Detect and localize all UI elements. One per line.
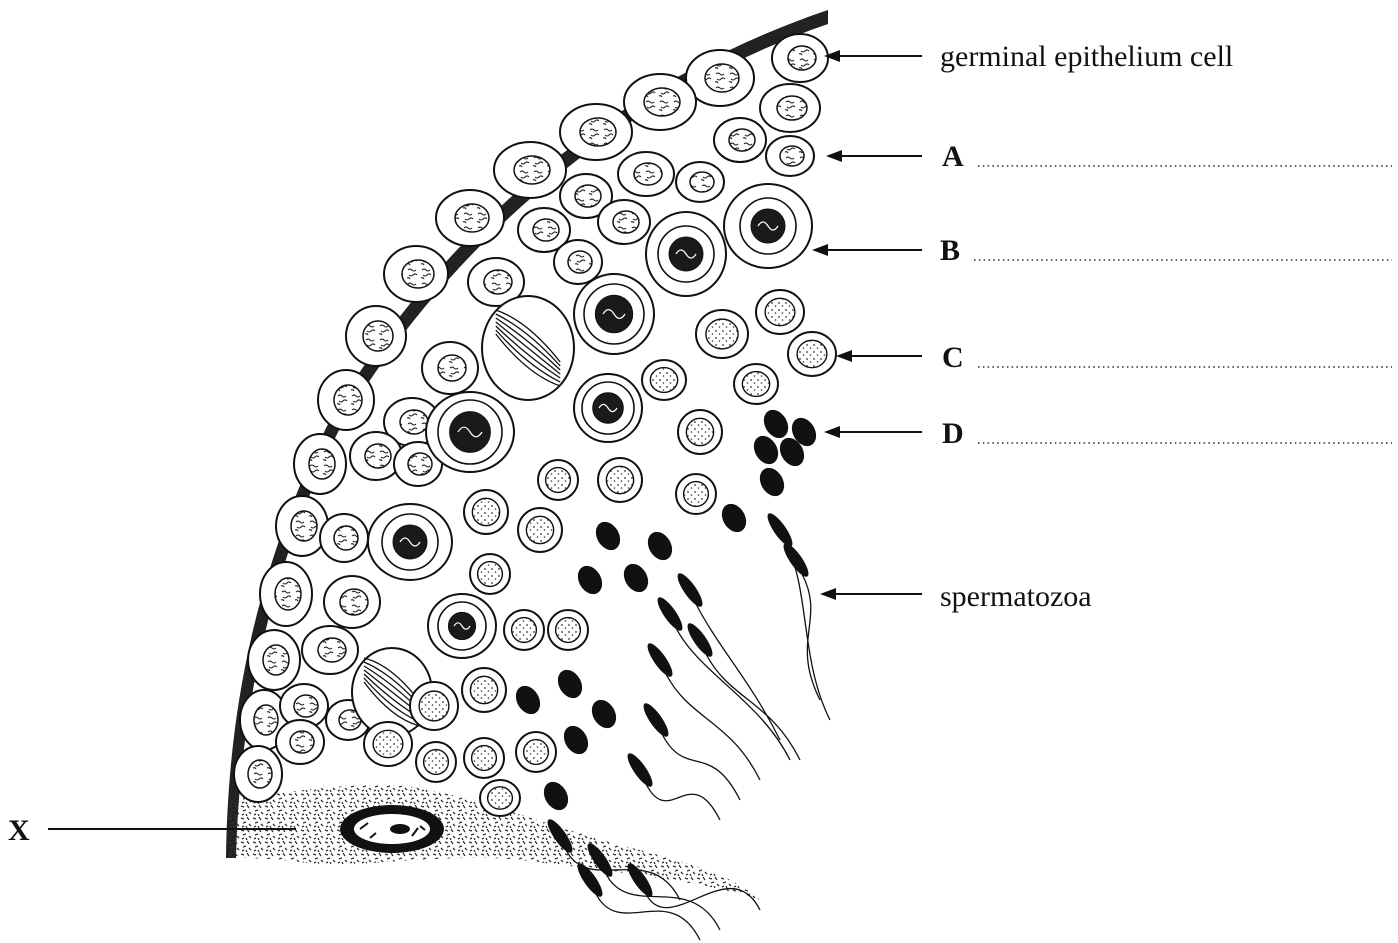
- spermatid-head: [553, 666, 587, 703]
- spermatid-cell: [410, 682, 458, 730]
- spermatogonium-cell: [276, 720, 324, 764]
- spermatogonium-cell: [350, 432, 402, 480]
- germinal-epithelium-cell: [318, 370, 374, 430]
- spermatid-cell: [642, 360, 686, 400]
- spermatid-cell: [756, 290, 804, 334]
- spermatid-head: [643, 528, 677, 565]
- spermatogonium-cell: [320, 514, 368, 562]
- spermatogonium-cell: [302, 626, 358, 674]
- spermatid-cell: [788, 332, 836, 376]
- spermatid-cell: [538, 460, 578, 500]
- spermatid-cell: [516, 732, 556, 772]
- spermatid-head: [559, 722, 593, 759]
- spermatid-cell: [464, 490, 508, 534]
- spermatozoon: [640, 700, 740, 800]
- germinal-epithelium-cell: [248, 630, 300, 690]
- spermatozoon: [764, 510, 830, 720]
- spermatogonium-cell: [714, 118, 766, 162]
- germinal-epithelium-cell: [384, 246, 448, 302]
- spermatogonium-cell: [598, 200, 650, 244]
- spermatid-cell: [462, 668, 506, 712]
- spermatid-cell: [364, 722, 412, 766]
- spermatid-cell: [548, 610, 588, 650]
- label-spermatozoa: spermatozoa: [940, 580, 1092, 613]
- germinal-epithelium-cell: [346, 306, 406, 366]
- label-x: X: [8, 814, 30, 847]
- germinal-epithelium-cell: [294, 434, 346, 494]
- germinal-epithelium-cell: [624, 74, 696, 130]
- spermatid-cell: [676, 474, 716, 514]
- spermatid-head: [755, 464, 789, 501]
- primary-spermatocyte-cell: [574, 374, 642, 442]
- spermatid-head: [587, 696, 621, 733]
- germinal-epithelium-cell: [494, 142, 566, 198]
- spermatogonium-cell: [618, 152, 674, 196]
- germinal-epithelium-cell: [260, 562, 312, 626]
- primary-spermatocyte-cell: [426, 392, 514, 472]
- spermatid-cell: [518, 508, 562, 552]
- spermatid-cell: [504, 610, 544, 650]
- spermatogonium-cell: [554, 240, 602, 284]
- label-d: D: [942, 417, 964, 450]
- spermatid-head: [619, 560, 653, 597]
- label-b: B: [940, 234, 960, 267]
- germinal-epithelium-cell: [772, 34, 828, 82]
- spermatid-cell: [480, 780, 520, 816]
- spermatid-head: [573, 562, 607, 599]
- germinal-epithelium-cell: [436, 190, 504, 246]
- spermatid-head: [717, 500, 751, 537]
- germinal-epithelium-cell: [560, 104, 632, 160]
- primary-spermatocyte-cell: [724, 184, 812, 268]
- primary-spermatocyte-cell: [574, 274, 654, 354]
- spermatogonium-cell: [422, 342, 478, 394]
- spermatozoon: [674, 570, 780, 740]
- primary-spermatocyte-cell: [646, 212, 726, 296]
- primary-spermatocyte-cell: [368, 504, 452, 580]
- label-c: C: [942, 341, 964, 374]
- germinal-epithelium-cell: [276, 496, 328, 556]
- dividing-cell: [482, 296, 574, 400]
- label-germinal-epithelium-cell: germinal epithelium cell: [940, 40, 1233, 73]
- spermatid-cell: [734, 364, 778, 404]
- spermatid-cell: [470, 554, 510, 594]
- spermatogonium-cell: [760, 84, 820, 132]
- spermatozoon: [624, 750, 720, 820]
- spermatid-head: [539, 778, 573, 815]
- spermatid-cell: [464, 738, 504, 778]
- label-a: A: [942, 140, 964, 173]
- spermatid-cell: [696, 310, 748, 358]
- blood-vessel: [340, 805, 444, 853]
- spermatogenic-cells: [276, 84, 836, 816]
- primary-spermatocyte-cell: [428, 594, 496, 658]
- spermatid-head: [591, 518, 625, 555]
- germinal-epithelium-cell: [234, 746, 282, 802]
- spermatid-head: [511, 682, 545, 719]
- spermatid-cell: [678, 410, 722, 454]
- spermatozoon: [684, 620, 800, 760]
- spermatid-cell: [416, 742, 456, 782]
- spermatogonium-cell: [766, 136, 814, 176]
- spermatid-cell: [598, 458, 642, 502]
- spermatogonium-cell: [676, 162, 724, 202]
- spermatogonium-cell: [324, 576, 380, 628]
